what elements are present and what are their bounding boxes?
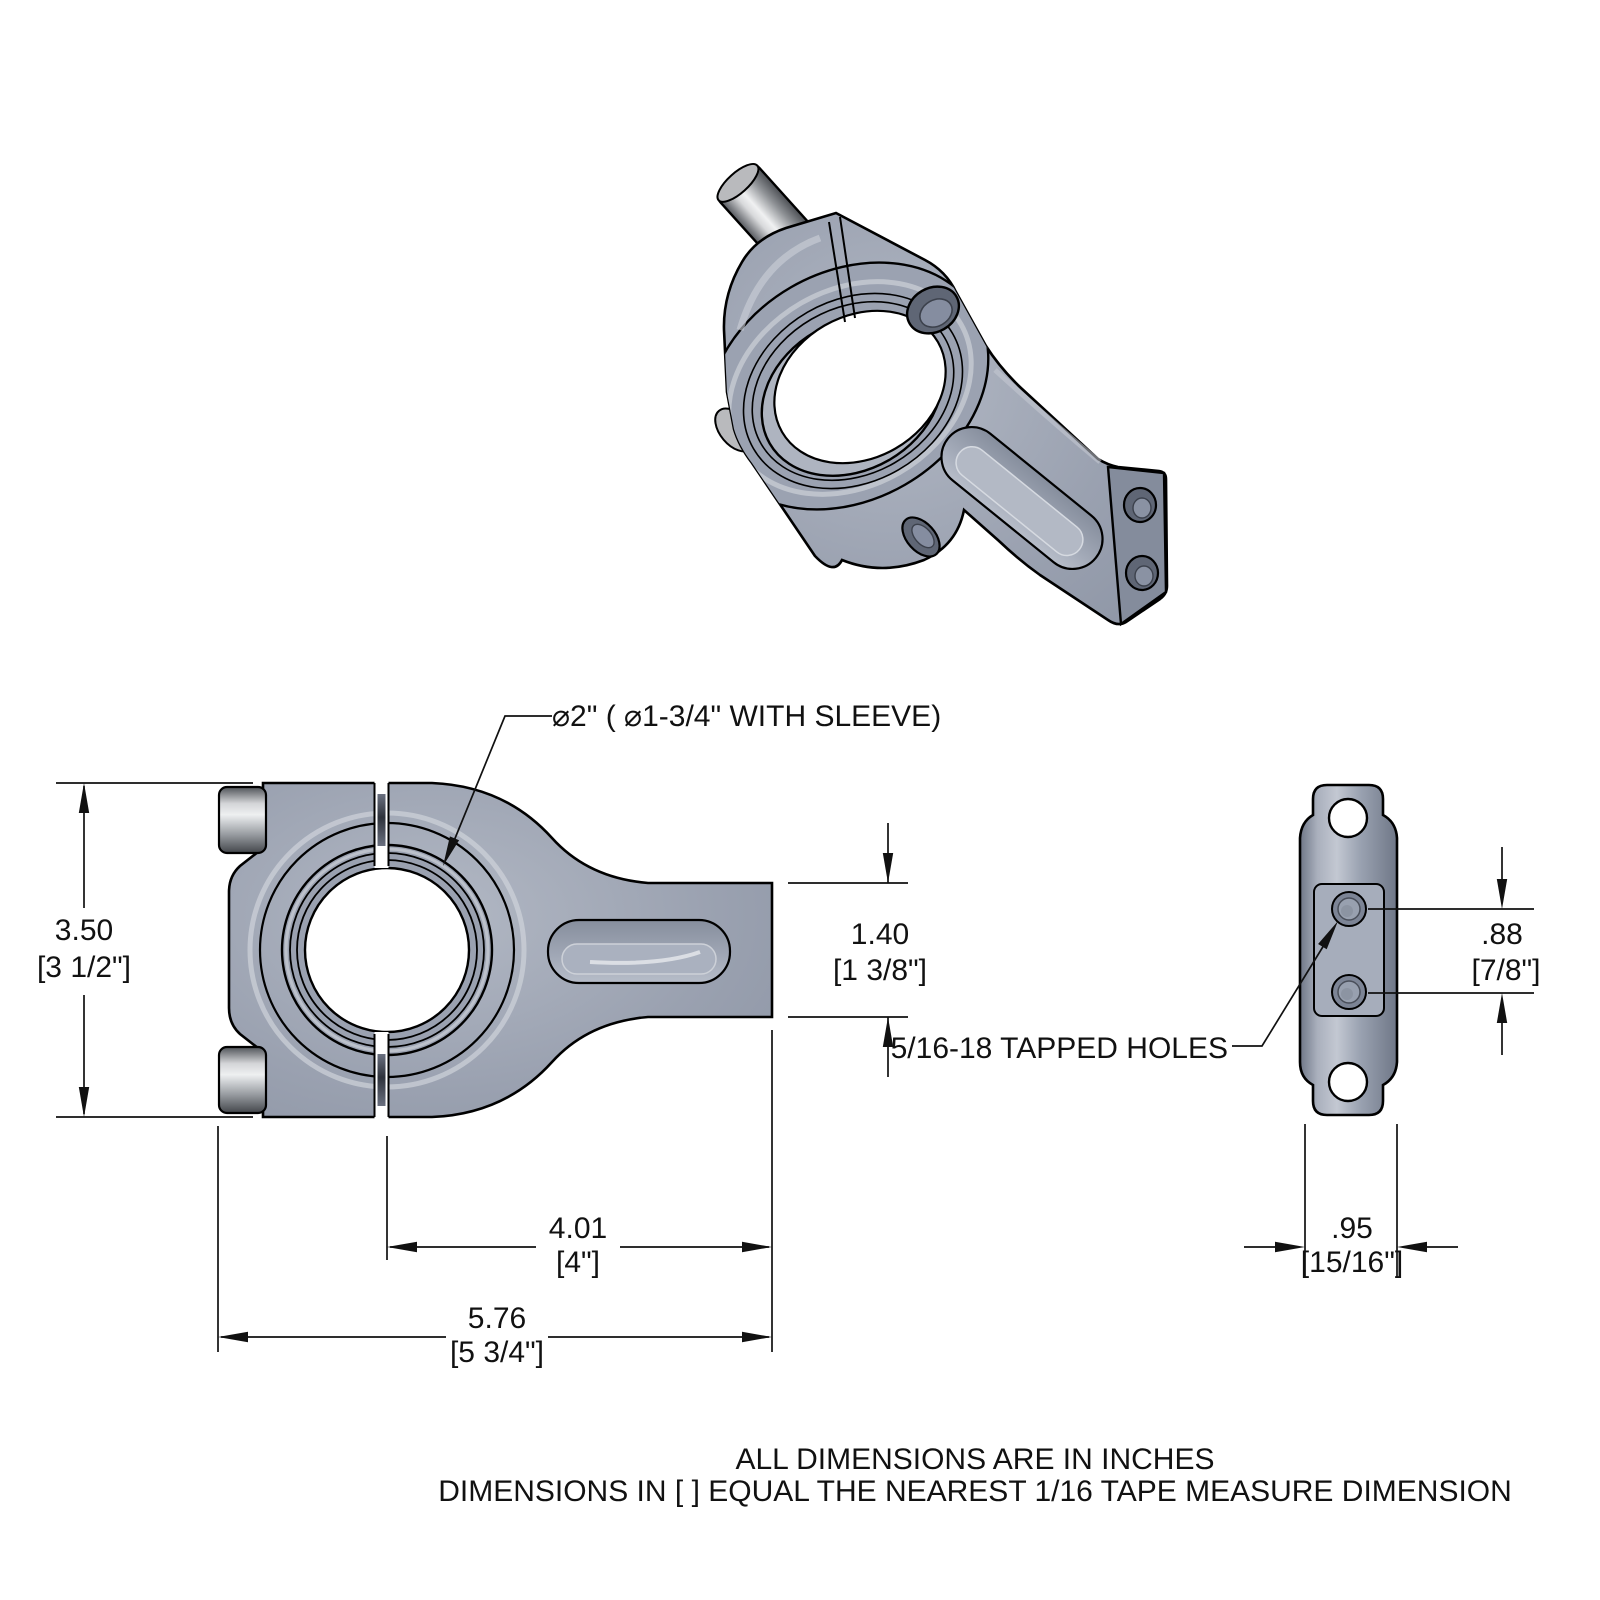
iso-bore-opening bbox=[773, 309, 947, 465]
arrowhead bbox=[1318, 921, 1338, 950]
callout-bore: ⌀2" ( ⌀1-3/4" WITH SLEEVE) bbox=[443, 700, 941, 866]
dim-overall-length-tape: [5 3/4"] bbox=[450, 1336, 544, 1369]
arrowhead bbox=[443, 836, 460, 866]
dim-bar-height-tape: [1 3/8"] bbox=[833, 954, 927, 987]
clamp-screw-top bbox=[217, 785, 268, 855]
arrowhead bbox=[742, 1331, 772, 1343]
dim-overall-height-tape: [3 1/2"] bbox=[37, 951, 131, 984]
dim-center-to-end bbox=[386, 1030, 773, 1352]
iso-arm-highlight bbox=[993, 368, 1102, 464]
dim-body-thickness-decimal: .95 bbox=[1331, 1212, 1373, 1245]
clamp-split-bottom bbox=[373, 1032, 390, 1121]
note-brackets: DIMENSIONS IN [ ] EQUAL THE NEAREST 1/16… bbox=[438, 1475, 1512, 1508]
clamp-screw-bottom bbox=[217, 1045, 268, 1115]
arrowhead bbox=[78, 1087, 90, 1117]
dim-overall-height bbox=[56, 782, 253, 1118]
iso-arm-slot bbox=[940, 425, 1104, 571]
side-tapped-hole-bottom bbox=[1331, 974, 1367, 1010]
iso-highlight bbox=[736, 234, 822, 331]
iso-block-end-face bbox=[1106, 465, 1168, 627]
iso-sleeve-ring bbox=[751, 300, 955, 482]
dim-center-to-end-tape: [4"] bbox=[556, 1246, 600, 1279]
dim-tapped-hole-spacing-decimal: .88 bbox=[1481, 918, 1523, 951]
front-arm-slot bbox=[546, 918, 732, 985]
arrowhead bbox=[742, 1241, 772, 1253]
dim-overall-length-decimal: 5.76 bbox=[468, 1302, 526, 1335]
bore-hole bbox=[303, 866, 471, 1034]
arrowhead bbox=[387, 1241, 417, 1253]
arrowhead bbox=[1496, 879, 1508, 909]
callout-tapped-holes: 5/16-18 TAPPED HOLES bbox=[891, 921, 1338, 1065]
dim-overall-length bbox=[217, 1126, 772, 1352]
arrowhead bbox=[882, 853, 894, 883]
side-tapped-hole-top bbox=[1331, 891, 1367, 927]
clamp-split-top bbox=[373, 779, 390, 868]
arrowhead bbox=[78, 783, 90, 813]
iso-top-tapped-hole bbox=[905, 285, 961, 335]
arrowhead bbox=[882, 1017, 894, 1047]
dim-overall-height-decimal: 3.50 bbox=[55, 914, 113, 947]
note-units: ALL DIMENSIONS ARE IN INCHES bbox=[735, 1443, 1214, 1476]
dim-bar-height-decimal: 1.40 bbox=[851, 918, 909, 951]
arrowhead bbox=[1275, 1241, 1305, 1253]
iso-split-line bbox=[828, 216, 856, 323]
dim-center-to-end-decimal: 4.01 bbox=[549, 1212, 607, 1245]
dim-body-thickness bbox=[1244, 1124, 1458, 1278]
arrowhead bbox=[218, 1331, 248, 1343]
dim-body-thickness-tape: [15/16"] bbox=[1301, 1246, 1403, 1279]
side-clearance-hole-top bbox=[1327, 797, 1369, 839]
arrowhead bbox=[1496, 993, 1508, 1023]
arrowhead bbox=[1397, 1241, 1427, 1253]
side-clearance-hole-bottom bbox=[1327, 1061, 1369, 1103]
side-view bbox=[1298, 783, 1399, 1117]
callout-bore-text: ⌀2" ( ⌀1-3/4" WITH SLEEVE) bbox=[552, 700, 941, 733]
side-bar-face bbox=[1313, 883, 1385, 1017]
callout-tapped-holes-text: 5/16-18 TAPPED HOLES bbox=[891, 1032, 1228, 1065]
iso-bottom-tapped-hole bbox=[901, 516, 941, 558]
iso-sleeve-ring-outer bbox=[742, 292, 964, 490]
dim-tapped-hole-spacing-tape: [7/8"] bbox=[1471, 954, 1540, 987]
dim-bar-height bbox=[788, 823, 908, 1077]
front-view bbox=[217, 779, 774, 1121]
dim-tapped-hole-spacing bbox=[1368, 847, 1534, 1055]
isometric-view bbox=[714, 162, 1169, 627]
